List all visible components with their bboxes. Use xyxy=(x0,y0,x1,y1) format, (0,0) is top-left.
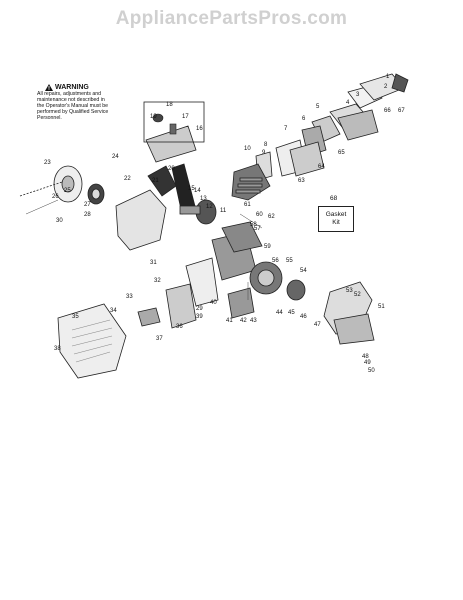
part-label-31: 31 xyxy=(150,260,157,266)
watermark: AppliancePartsPros.com xyxy=(115,8,348,29)
part-label-8: 8 xyxy=(264,142,268,148)
part-label-60: 60 xyxy=(256,212,263,218)
part-label-51: 51 xyxy=(378,304,385,310)
part-label-62: 62 xyxy=(268,214,275,220)
part-label-56: 56 xyxy=(272,258,279,264)
part-label-3: 3 xyxy=(356,92,360,98)
part-label-35: 35 xyxy=(72,314,79,320)
air-filter-cover xyxy=(301,73,409,157)
part-label-27: 27 xyxy=(84,202,91,208)
gasket-kit-line2: Kit xyxy=(332,219,340,226)
warning-line: All repairs, adjustments and xyxy=(37,91,102,97)
part-label-22: 22 xyxy=(124,176,131,182)
part-label-5: 5 xyxy=(316,104,320,110)
part-label-16: 16 xyxy=(196,126,203,132)
part-label-14: 14 xyxy=(194,188,201,194)
part-label-19: 19 xyxy=(150,114,157,120)
part-label-59: 59 xyxy=(264,244,271,250)
part-label-38: 38 xyxy=(54,346,61,352)
part-label-24: 24 xyxy=(112,154,119,160)
part-label-47: 47 xyxy=(314,322,321,328)
part-label-20: 20 xyxy=(168,166,175,172)
part-label-63: 63 xyxy=(298,178,305,184)
engine-housing xyxy=(115,125,197,251)
part-label-66: 66 xyxy=(384,108,391,114)
part-label-61: 61 xyxy=(244,202,251,208)
part-label-52: 52 xyxy=(354,292,361,298)
warning-title: WARNING xyxy=(45,84,137,91)
warning-triangle-icon xyxy=(45,84,53,91)
part-label-64: 64 xyxy=(318,164,325,170)
part-label-65: 65 xyxy=(338,150,345,156)
part-label-40: 40 xyxy=(210,300,217,306)
fuel-tank xyxy=(137,283,197,329)
part-label-25: 25 xyxy=(64,188,71,194)
cylinder-shroud xyxy=(57,303,127,379)
warning-notice: WARNING All repairs, adjustments and mai… xyxy=(37,84,137,122)
part-label-37: 37 xyxy=(156,336,163,342)
part-label-32: 32 xyxy=(154,278,161,284)
warning-line: Personnel. xyxy=(37,115,62,121)
primer-inset xyxy=(143,101,205,143)
part-label-28: 28 xyxy=(84,212,91,218)
part-label-46: 46 xyxy=(300,314,307,320)
part-label-49: 49 xyxy=(364,360,371,366)
flywheel xyxy=(249,261,306,301)
part-label-23: 23 xyxy=(44,160,51,166)
part-label-4: 4 xyxy=(346,100,350,106)
part-label-36: 36 xyxy=(176,324,183,330)
part-label-17: 17 xyxy=(182,114,189,120)
part-label-21: 21 xyxy=(152,178,159,184)
warning-line: maintenance not described in xyxy=(37,97,105,103)
part-label-44: 44 xyxy=(276,310,283,316)
part-label-15: 15 xyxy=(188,186,195,192)
part-label-50: 50 xyxy=(368,368,375,374)
part-label-29: 29 xyxy=(196,306,203,312)
cylinder-group xyxy=(231,163,271,201)
part-label-1: 1 xyxy=(386,74,390,80)
part-label-7: 7 xyxy=(284,126,288,132)
part-label-58: 58 xyxy=(250,222,257,228)
part-label-53: 53 xyxy=(346,288,353,294)
crankcase xyxy=(211,221,263,281)
part-label-6: 6 xyxy=(302,116,306,122)
gasket-kit-line1: Gasket xyxy=(325,211,347,218)
part-label-33: 33 xyxy=(126,294,133,300)
part-label-57: 57 xyxy=(254,226,261,232)
warning-line: performed by Qualified Service xyxy=(37,109,109,115)
part-label-34: 34 xyxy=(110,308,117,314)
part-label-41: 41 xyxy=(226,318,233,324)
gasket-kit-box: Gasket Kit xyxy=(318,206,354,232)
part-drawings xyxy=(19,73,409,379)
part-label-9: 9 xyxy=(262,150,266,156)
part-label-43: 43 xyxy=(250,318,257,324)
part-label-55: 55 xyxy=(286,258,293,264)
part-number-labels: 1234567891011121314151617181920212223242… xyxy=(44,74,405,374)
part-label-67: 67 xyxy=(398,108,405,114)
part-label-54: 54 xyxy=(300,268,307,274)
carburetor-group xyxy=(255,139,325,181)
part-label-13: 13 xyxy=(200,196,207,202)
clutch-shaft xyxy=(179,199,217,225)
part-label-30: 30 xyxy=(56,218,63,224)
part-label-39: 39 xyxy=(196,314,203,320)
warning-title-text: WARNING xyxy=(55,83,89,91)
gasket-kit-number: 68 xyxy=(330,195,338,202)
part-label-2: 2 xyxy=(384,84,388,90)
part-label-45: 45 xyxy=(288,310,295,316)
part-label-11: 11 xyxy=(220,208,227,214)
starter-housing xyxy=(53,165,105,205)
ignition-module xyxy=(185,257,255,319)
part-label-18: 18 xyxy=(166,102,173,108)
part-label-48: 48 xyxy=(362,354,369,360)
part-label-42: 42 xyxy=(240,318,247,324)
part-label-26: 26 xyxy=(52,194,59,200)
part-label-12: 12 xyxy=(206,204,213,210)
muffler xyxy=(323,281,375,345)
warning-line: the Operator's Manual must be xyxy=(37,103,109,109)
part-label-10: 10 xyxy=(244,146,251,152)
